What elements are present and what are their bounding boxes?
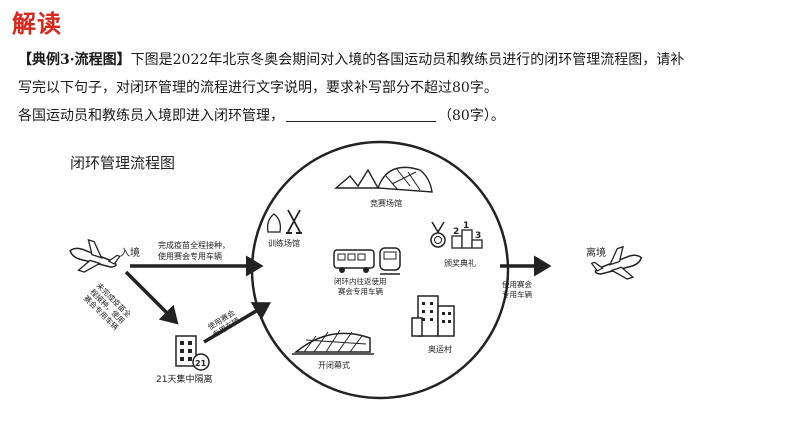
shuttle-label-2: 赛会专用车辆 (338, 286, 383, 296)
question-line-2: 写完以下句子，对闭环管理的流程进行文字说明，要求补写部分不超过80字。 (18, 80, 498, 96)
arrow-unvaccinated (124, 270, 179, 325)
quarantine-number: 21 (195, 359, 207, 368)
olympic-village-icon (411, 295, 455, 337)
arrow-after-quarantine-labels: 使用赛会 专用车辆 (206, 307, 242, 339)
diagram-title: 闭环管理流程图 (70, 154, 175, 172)
shuttle-vehicles-icon (333, 247, 401, 275)
entry-label: 入境 (120, 246, 140, 259)
exit-arrow-label-2: 专用车辆 (502, 289, 532, 299)
exit-airplane-icon (590, 245, 643, 280)
arrow-vaccinated-label-1: 完成疫苗全程接种， (158, 240, 230, 250)
exit-arrow-label-1: 使用赛会 (502, 279, 532, 289)
olympic-village-label: 奥运村 (428, 344, 452, 354)
competition-venue-icon (334, 166, 433, 193)
entry-airplane-icon (69, 238, 121, 273)
award-ceremony-label: 颁奖典礼 (444, 258, 476, 268)
closed-loop-circle (250, 140, 510, 400)
stadium-icon (292, 329, 374, 355)
question-line-3-prefix: 各国运动员和教练员入境即进入闭环管理， (18, 108, 284, 124)
question-line-1-text: 下图是2022年北京冬奥会期间对入境的各国运动员和教练员进行的闭环管理流程图，请… (130, 52, 685, 68)
training-venue-icon (266, 209, 302, 234)
podium-number-1: 1 (463, 221, 469, 231)
training-venue-label: 训练场馆 (268, 238, 300, 248)
award-ceremony-icon (430, 221, 483, 249)
arrow-vaccinated-label-2: 使用赛会专用车辆 (158, 251, 222, 261)
ceremony-label: 开闭幕式 (318, 360, 350, 370)
answer-blank[interactable] (286, 107, 436, 122)
question-tag: 【典例3·流程图】 (18, 52, 131, 68)
podium-number-2: 2 (453, 227, 459, 237)
podium-number-3: 3 (475, 231, 481, 241)
shuttle-label-1: 闭环内往返使用 (334, 276, 387, 286)
question-line-1: 【典例3·流程图】下图是2022年北京冬奥会期间对入境的各国运动员和教练员进行的… (18, 50, 788, 70)
quarantine-building-icon (175, 335, 210, 371)
arrow-after-quarantine (203, 302, 272, 344)
competition-venue-label: 竞赛场馆 (370, 198, 402, 208)
arrow-unvaccinated-labels: 未完成疫苗全 程接种，使用 赛会专用车辆 (82, 280, 134, 332)
question-line-3-suffix: （80字）。 (438, 108, 505, 124)
question-line-3: 各国运动员和教练员入境即进入闭环管理， （80字）。 (18, 106, 788, 126)
section-title: 解读 (12, 10, 62, 38)
exit-label: 离境 (586, 246, 606, 259)
quarantine-label: 21天集中隔离 (156, 373, 212, 385)
